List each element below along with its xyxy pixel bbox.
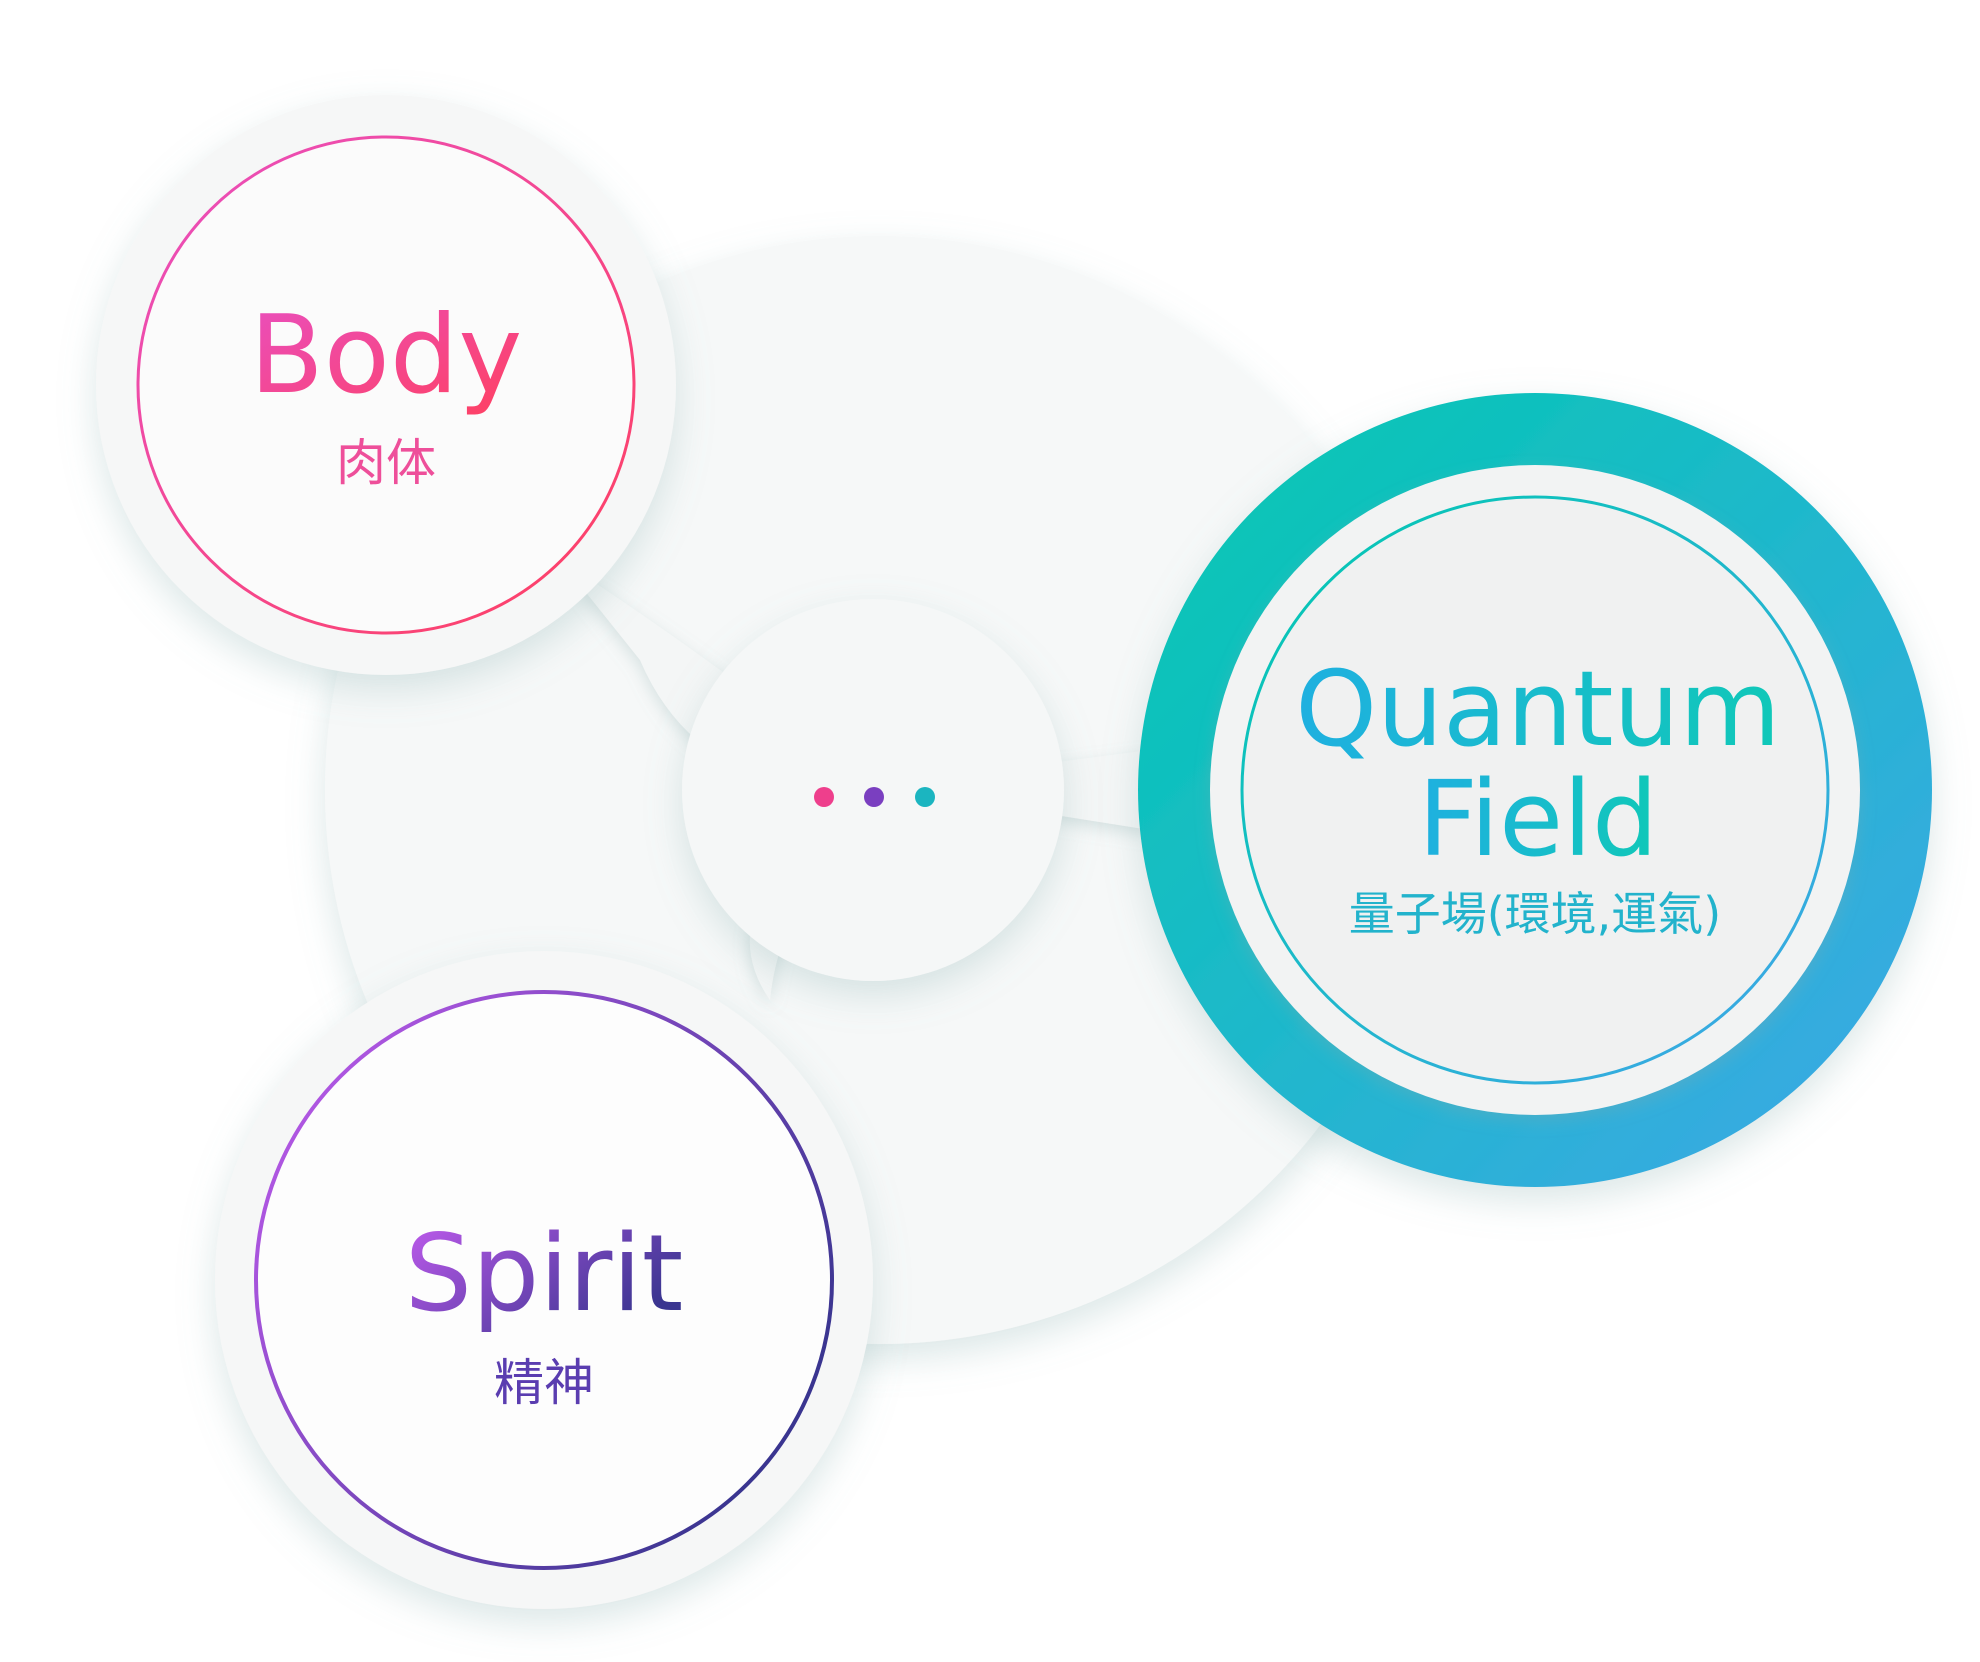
body-title: Body [250, 293, 523, 418]
body-ring [136, 135, 636, 635]
dot-teal [915, 787, 935, 807]
node-spirit: Spirit 精神 [215, 951, 873, 1609]
quantum-subtitle: 量子場(環境,運氣) [1349, 887, 1722, 941]
dot-purple [864, 787, 884, 807]
quantum-title-line2: Field [1418, 758, 1658, 880]
body-subtitle: 肉体 [336, 434, 436, 492]
quantum-title-line1: Quantum [1295, 648, 1780, 770]
spirit-ring [254, 990, 834, 1570]
ellipsis-dots-icon [814, 787, 935, 807]
node-body: Body 肉体 [96, 95, 676, 675]
spirit-subtitle: 精神 [494, 1354, 594, 1412]
dot-pink [814, 787, 834, 807]
node-quantum-field: Quantum Field 量子場(環境,運氣) [1138, 393, 1932, 1187]
spirit-title: Spirit [405, 1212, 684, 1335]
quantum-inner-ring [1240, 495, 1830, 1085]
